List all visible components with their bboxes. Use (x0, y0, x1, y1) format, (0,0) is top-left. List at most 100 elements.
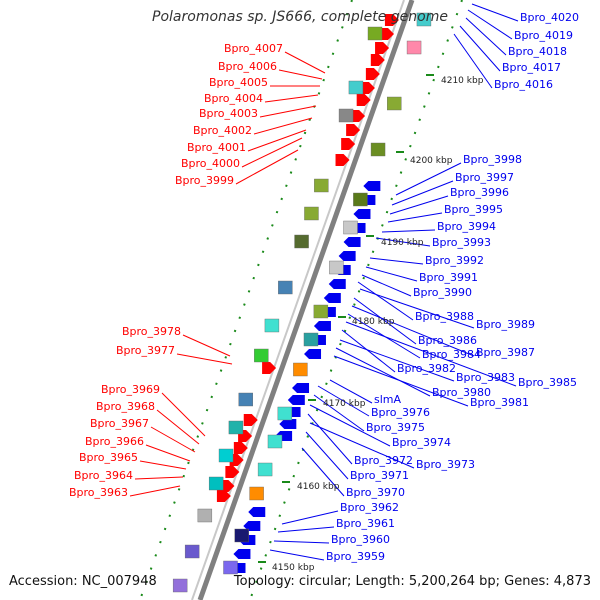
gene-category-box (254, 348, 269, 363)
scale-label: 4210 kbp (441, 76, 484, 86)
gene-label-right: Bpro_3960 (331, 533, 390, 546)
gene-category-box (416, 12, 432, 27)
forward-gene (220, 480, 235, 492)
gene-label-left: Bpro_3964 (74, 469, 133, 482)
leader-line (333, 355, 469, 407)
gene-label-right: Bpro_3981 (470, 396, 529, 409)
leader-line (309, 422, 415, 469)
backbone-axis (197, 0, 415, 600)
gene-label-left: Bpro_4000 (181, 157, 240, 170)
leader-line (156, 409, 200, 445)
reverse-gene (328, 279, 346, 289)
leader-line (381, 229, 436, 233)
reverse-gene (287, 395, 305, 405)
leader-line (365, 266, 418, 282)
leader-line (277, 526, 335, 533)
forward-gene (379, 28, 394, 40)
forward-gene (375, 42, 390, 54)
gene-label-left: Bpro_3963 (69, 486, 128, 499)
scale-labels: 4210 kbp 4200 kbp 4190 kbp 4180 kbp 4170 kbp… (258, 74, 484, 573)
gene-category-box (314, 178, 329, 193)
leader-line (395, 162, 462, 196)
leader-line (453, 33, 493, 89)
forward-gene (365, 68, 380, 80)
leader-line (134, 476, 184, 480)
scale-label: 4170 kbp (323, 399, 366, 409)
leader-line (387, 212, 443, 223)
leader-line (241, 137, 303, 168)
accession-text: Accession: NC_007948 (9, 574, 157, 589)
forward-gene (225, 466, 240, 478)
scale-label: 4180 kbp (352, 317, 395, 327)
scale-label: 4200 kbp (410, 156, 453, 166)
scale-label: 4150 kbp (272, 563, 315, 573)
gene-label-left: Bpro_4001 (187, 141, 246, 154)
gene-category-box (223, 560, 238, 575)
reverse-gene (248, 507, 266, 517)
gene-label-left: Bpro_4004 (204, 92, 263, 105)
inner-guide (139, 0, 353, 600)
leader-line (284, 51, 326, 74)
leader-line (145, 444, 191, 462)
leader-line (353, 297, 417, 345)
leader-line (259, 105, 317, 118)
gene-category-box (370, 142, 386, 157)
reverse-gene (279, 419, 297, 429)
reverse-gene (292, 383, 310, 393)
gene-label-right: Bpro_3998 (463, 153, 522, 166)
gene-label-right: Bpro_3974 (392, 436, 451, 449)
gene-label-right: Bpro_3970 (346, 486, 405, 499)
leader-line (391, 180, 454, 206)
gene-label-right: Bpro_4017 (502, 61, 561, 74)
label-leaders (129, 3, 519, 561)
leader-line (176, 353, 233, 365)
gene-label-right: Bpro_4016 (494, 78, 553, 91)
leader-line (313, 394, 365, 432)
forward-gene (262, 362, 277, 374)
reverse-gene (313, 321, 331, 331)
gene-category-box (257, 462, 273, 477)
gene-category-box (267, 434, 283, 449)
scale-label: 4190 kbp (381, 238, 424, 248)
gene-label-right: Bpro_4018 (508, 45, 567, 58)
gene-label-left: Bpro_3967 (90, 417, 149, 430)
forward-gene (360, 82, 375, 94)
forward-gene (370, 54, 385, 66)
gene-label-right: Bpro_3990 (413, 286, 472, 299)
gene-category-box (343, 220, 358, 235)
leader-line (359, 288, 475, 329)
gene-label-right: Bpro_3975 (366, 421, 425, 434)
gene-category-box (294, 234, 309, 249)
leader-line (345, 321, 517, 387)
gene-category-box (228, 420, 244, 435)
forward-gene (356, 94, 371, 106)
leader-line (335, 347, 431, 397)
gene-category-box (338, 108, 354, 123)
gene-label-right: Bpro_3989 (476, 318, 535, 331)
gene-category-box (208, 476, 224, 491)
leader-line (339, 339, 455, 382)
leader-line (305, 431, 349, 480)
gene-category-box (303, 332, 319, 347)
gene-label-left: Bpro_3977 (116, 344, 175, 357)
reverse-gene (353, 209, 371, 219)
forward-gene (384, 14, 399, 26)
gene-category-box (367, 26, 383, 41)
gene-label-right: Bpro_3992 (425, 254, 484, 267)
map-title: Polaromonas sp. JS666, complete genome (152, 9, 448, 25)
leader-line (467, 9, 513, 40)
gene-label-right: Bpro_3988 (415, 310, 474, 323)
gene-label-right: Bpro_4019 (514, 29, 573, 42)
leader-line (235, 149, 299, 185)
reverse-gene (304, 349, 322, 359)
gene-label-right: Bpro_3959 (326, 550, 385, 563)
gene-label-right: Bpro_3980 (432, 386, 491, 399)
reverse-gene (323, 293, 341, 303)
leader-line (309, 404, 391, 447)
leader-line (273, 540, 330, 544)
reverse-gene (338, 251, 356, 261)
leader-line (357, 281, 414, 321)
gene-label-right: Bpro_3991 (419, 271, 478, 284)
gene-label-right: Bpro_3987 (476, 346, 535, 359)
